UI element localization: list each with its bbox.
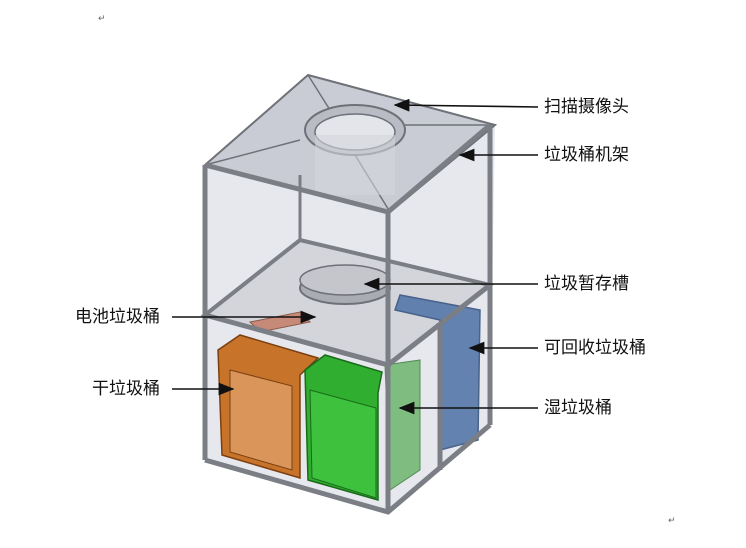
label-battery-bin: 电池垃圾桶 xyxy=(75,307,160,327)
label-dry-bin: 干垃圾桶 xyxy=(92,379,160,399)
label-buffer-tray: 垃圾暂存槽 xyxy=(544,274,629,294)
label-recyclable-bin: 可回收垃圾桶 xyxy=(544,338,646,358)
bin-frame xyxy=(202,123,493,515)
arrow-camera xyxy=(393,98,539,112)
label-camera: 扫描摄像头 xyxy=(544,97,629,117)
label-wet-bin: 湿垃圾桶 xyxy=(544,398,612,418)
paragraph-mark-top: ↵ xyxy=(98,14,106,24)
label-frame: 垃圾桶机架 xyxy=(544,145,629,165)
paragraph-mark-bottom: ↵ xyxy=(668,516,676,526)
